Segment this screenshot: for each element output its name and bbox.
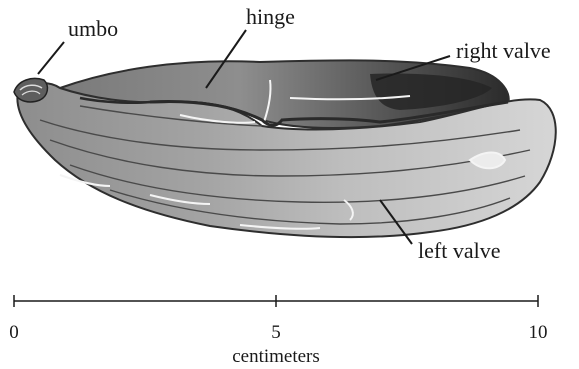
label-umbo: umbo — [68, 16, 118, 41]
scale-label-0: 0 — [9, 322, 19, 343]
scale-label-10: 10 — [529, 322, 548, 343]
umbo-shape — [14, 79, 47, 102]
umbo-leader-line — [38, 42, 64, 74]
scale-label-5: 5 — [271, 322, 281, 343]
oyster-shell — [14, 60, 556, 237]
label-left-valve: left valve — [418, 238, 500, 263]
scale-unit: centimeters — [232, 346, 320, 367]
scale-bar — [14, 295, 538, 307]
label-right-valve: right valve — [456, 38, 551, 63]
label-hinge: hinge — [246, 4, 295, 29]
